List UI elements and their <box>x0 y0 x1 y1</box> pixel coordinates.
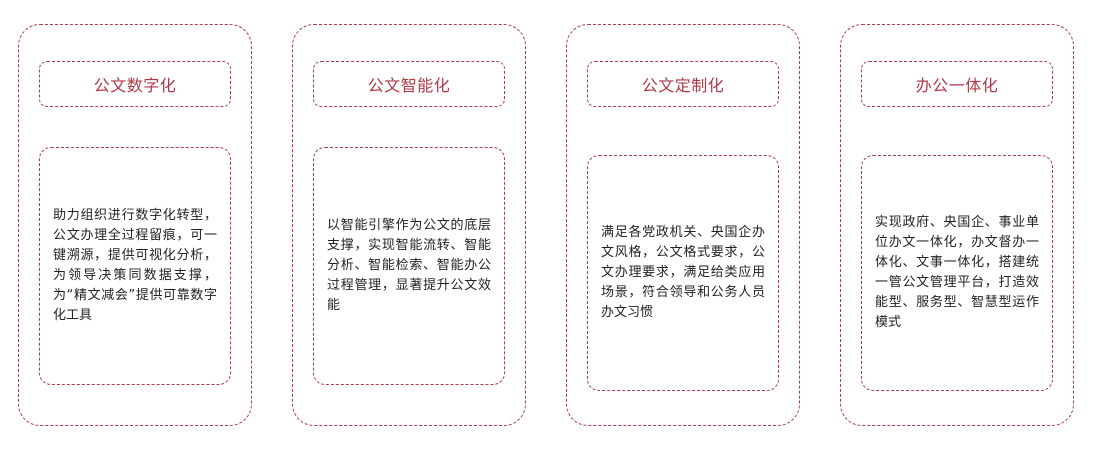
card-integration: 办公一体化 实现政府、央国企、事业单位办文一体化，办文督办一体化、文事一体化，搭… <box>840 24 1074 426</box>
card-body: 满足各党政机关、央国企办文风格，公文格式要求，公文办理要求，满足给类应用场景，符… <box>587 155 779 391</box>
card-description: 满足各党政机关、央国企办文风格，公文格式要求，公文办理要求，满足给类应用场景，符… <box>601 225 765 320</box>
card-description: 实现政府、央国企、事业单位办文一体化，办文督办一体化、文事一体化，搭建统一管公文… <box>875 215 1039 330</box>
card-intelligence: 公文智能化 以智能引擎作为公文的底层支撑，实现智能流转、智能分析、智能检索、智能… <box>292 24 526 426</box>
card-body: 实现政府、央国企、事业单位办文一体化，办文督办一体化、文事一体化，搭建统一管公文… <box>861 155 1053 391</box>
card-customization: 公文定制化 满足各党政机关、央国企办文风格，公文格式要求，公文办理要求，满足给类… <box>566 24 800 426</box>
card-description: 以智能引擎作为公文的底层支撑，实现智能流转、智能分析、智能检索、智能办公过程管理… <box>327 218 491 313</box>
card-title: 公文定制化 <box>587 61 779 107</box>
card-body: 以智能引擎作为公文的底层支撑，实现智能流转、智能分析、智能检索、智能办公过程管理… <box>313 147 505 385</box>
card-title: 公文数字化 <box>39 61 231 107</box>
card-body: 助力组织进行数字化转型，公文办理全过程留痕，可一键溯源，提供可视化分析，为领导决… <box>39 147 231 385</box>
card-title: 办公一体化 <box>861 61 1053 107</box>
card-digitalization: 公文数字化 助力组织进行数字化转型，公文办理全过程留痕，可一键溯源，提供可视化分… <box>18 24 252 426</box>
card-title: 公文智能化 <box>313 61 505 107</box>
card-description: 助力组织进行数字化转型，公文办理全过程留痕，可一键溯源，提供可视化分析，为领导决… <box>53 208 217 323</box>
